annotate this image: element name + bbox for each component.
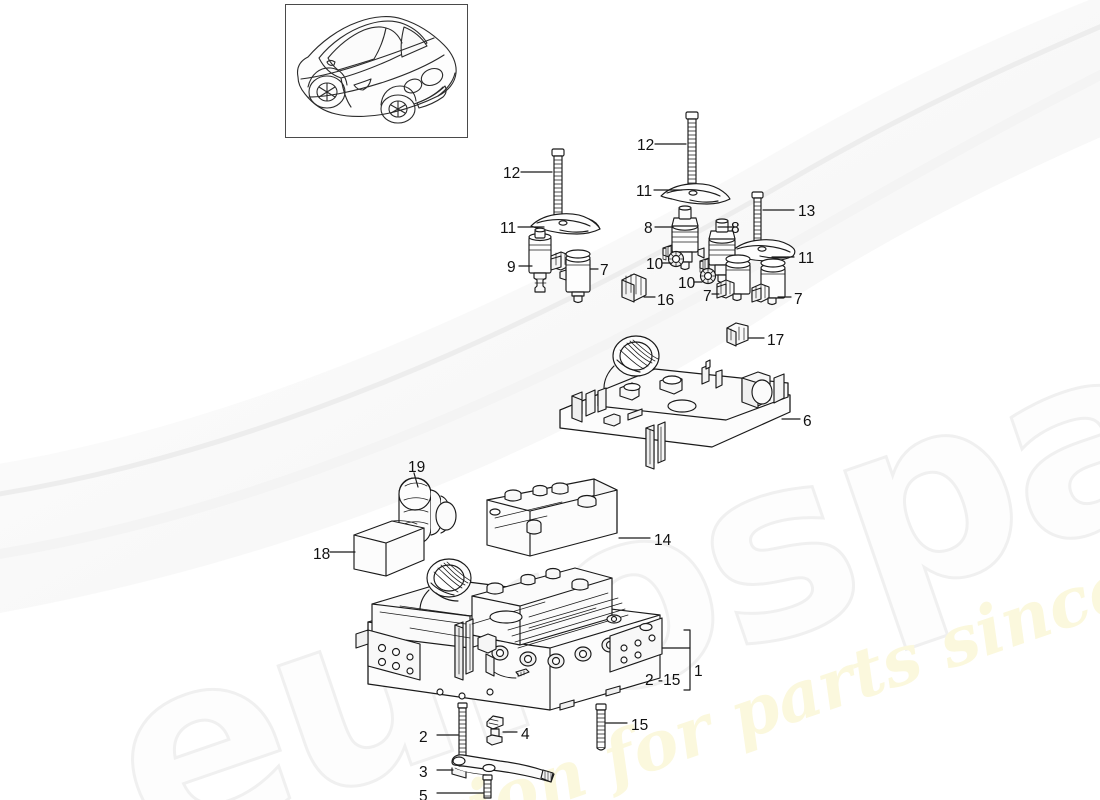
callout-retaining-clip: 11 — [636, 183, 653, 200]
callout-rubber-bellows-boot: 19 — [408, 459, 426, 476]
callout-filter-disc: 10 — [678, 275, 696, 292]
porsche-911-icon — [296, 16, 457, 124]
callout-retaining-clip: 11 — [500, 220, 517, 237]
part-7-solenoid-valve-a — [559, 249, 591, 304]
part-7-solenoid-valve-c — [751, 258, 786, 306]
part-12-long-bolt-center — [685, 111, 699, 192]
part-18-cover-cap — [353, 520, 425, 577]
callout-long-bolt: 12 — [503, 165, 521, 182]
callout-wiring-harness-carrier: 6 — [803, 413, 812, 430]
part-14-cover-plate — [486, 478, 618, 557]
callout-plug-connector: 17 — [767, 332, 785, 349]
part-10-filter-disc-b — [699, 267, 717, 285]
callout-stud-bolt: 2 — [419, 729, 428, 746]
callout-pressure-regulator-solenoid: 8 — [644, 220, 653, 237]
callout-component-range: 2 -15 — [645, 672, 681, 689]
callout-mechatronic-unit-complete: 1 — [694, 663, 703, 680]
callout-solenoid-valve: 9 — [507, 259, 516, 276]
part-3-selector-lever — [451, 754, 555, 783]
callout-filter-disc: 10 — [646, 256, 664, 273]
callout-solenoid-valve: 7 — [600, 262, 609, 279]
part-11-clip-center — [660, 183, 731, 205]
part-1-mechatronic-unit — [355, 558, 663, 711]
part-10-filter-disc-a — [667, 250, 685, 268]
callout-selector-lever: 3 — [419, 764, 428, 781]
vehicle-thumbnail-box — [285, 4, 468, 138]
callout-cover-plate: 14 — [654, 532, 672, 549]
part-7-solenoid-valve-b — [716, 254, 751, 302]
part-11-clip-left — [530, 213, 601, 235]
callout-long-bolt: 12 — [637, 137, 655, 154]
callout-bolt: 5 — [419, 788, 428, 800]
leader-lines — [329, 143, 801, 794]
part-9-solenoid-valve — [528, 227, 570, 293]
part-4-mounting-bush — [486, 715, 504, 746]
part-16-connector — [621, 273, 647, 303]
part-5-bolt — [482, 774, 493, 799]
part-17-plug-connector — [726, 322, 749, 347]
callout-connector: 16 — [657, 292, 675, 309]
callout-bolt: 15 — [631, 717, 649, 734]
callout-solenoid-valve: 7 — [794, 291, 803, 308]
part-6-wiring-harness-carrier — [559, 335, 791, 470]
callout-pressure-regulator-solenoid: 8 — [731, 220, 740, 237]
callout-cover-cap: 18 — [313, 546, 331, 563]
part-12-long-bolt-left — [551, 148, 565, 219]
callout-retaining-clip: 11 — [798, 250, 815, 267]
callout-bolt: 13 — [798, 203, 816, 220]
callout-mounting-bush: 4 — [521, 726, 530, 743]
callout-solenoid-valve: 7 — [703, 288, 712, 305]
part-15-bolt — [595, 703, 607, 751]
